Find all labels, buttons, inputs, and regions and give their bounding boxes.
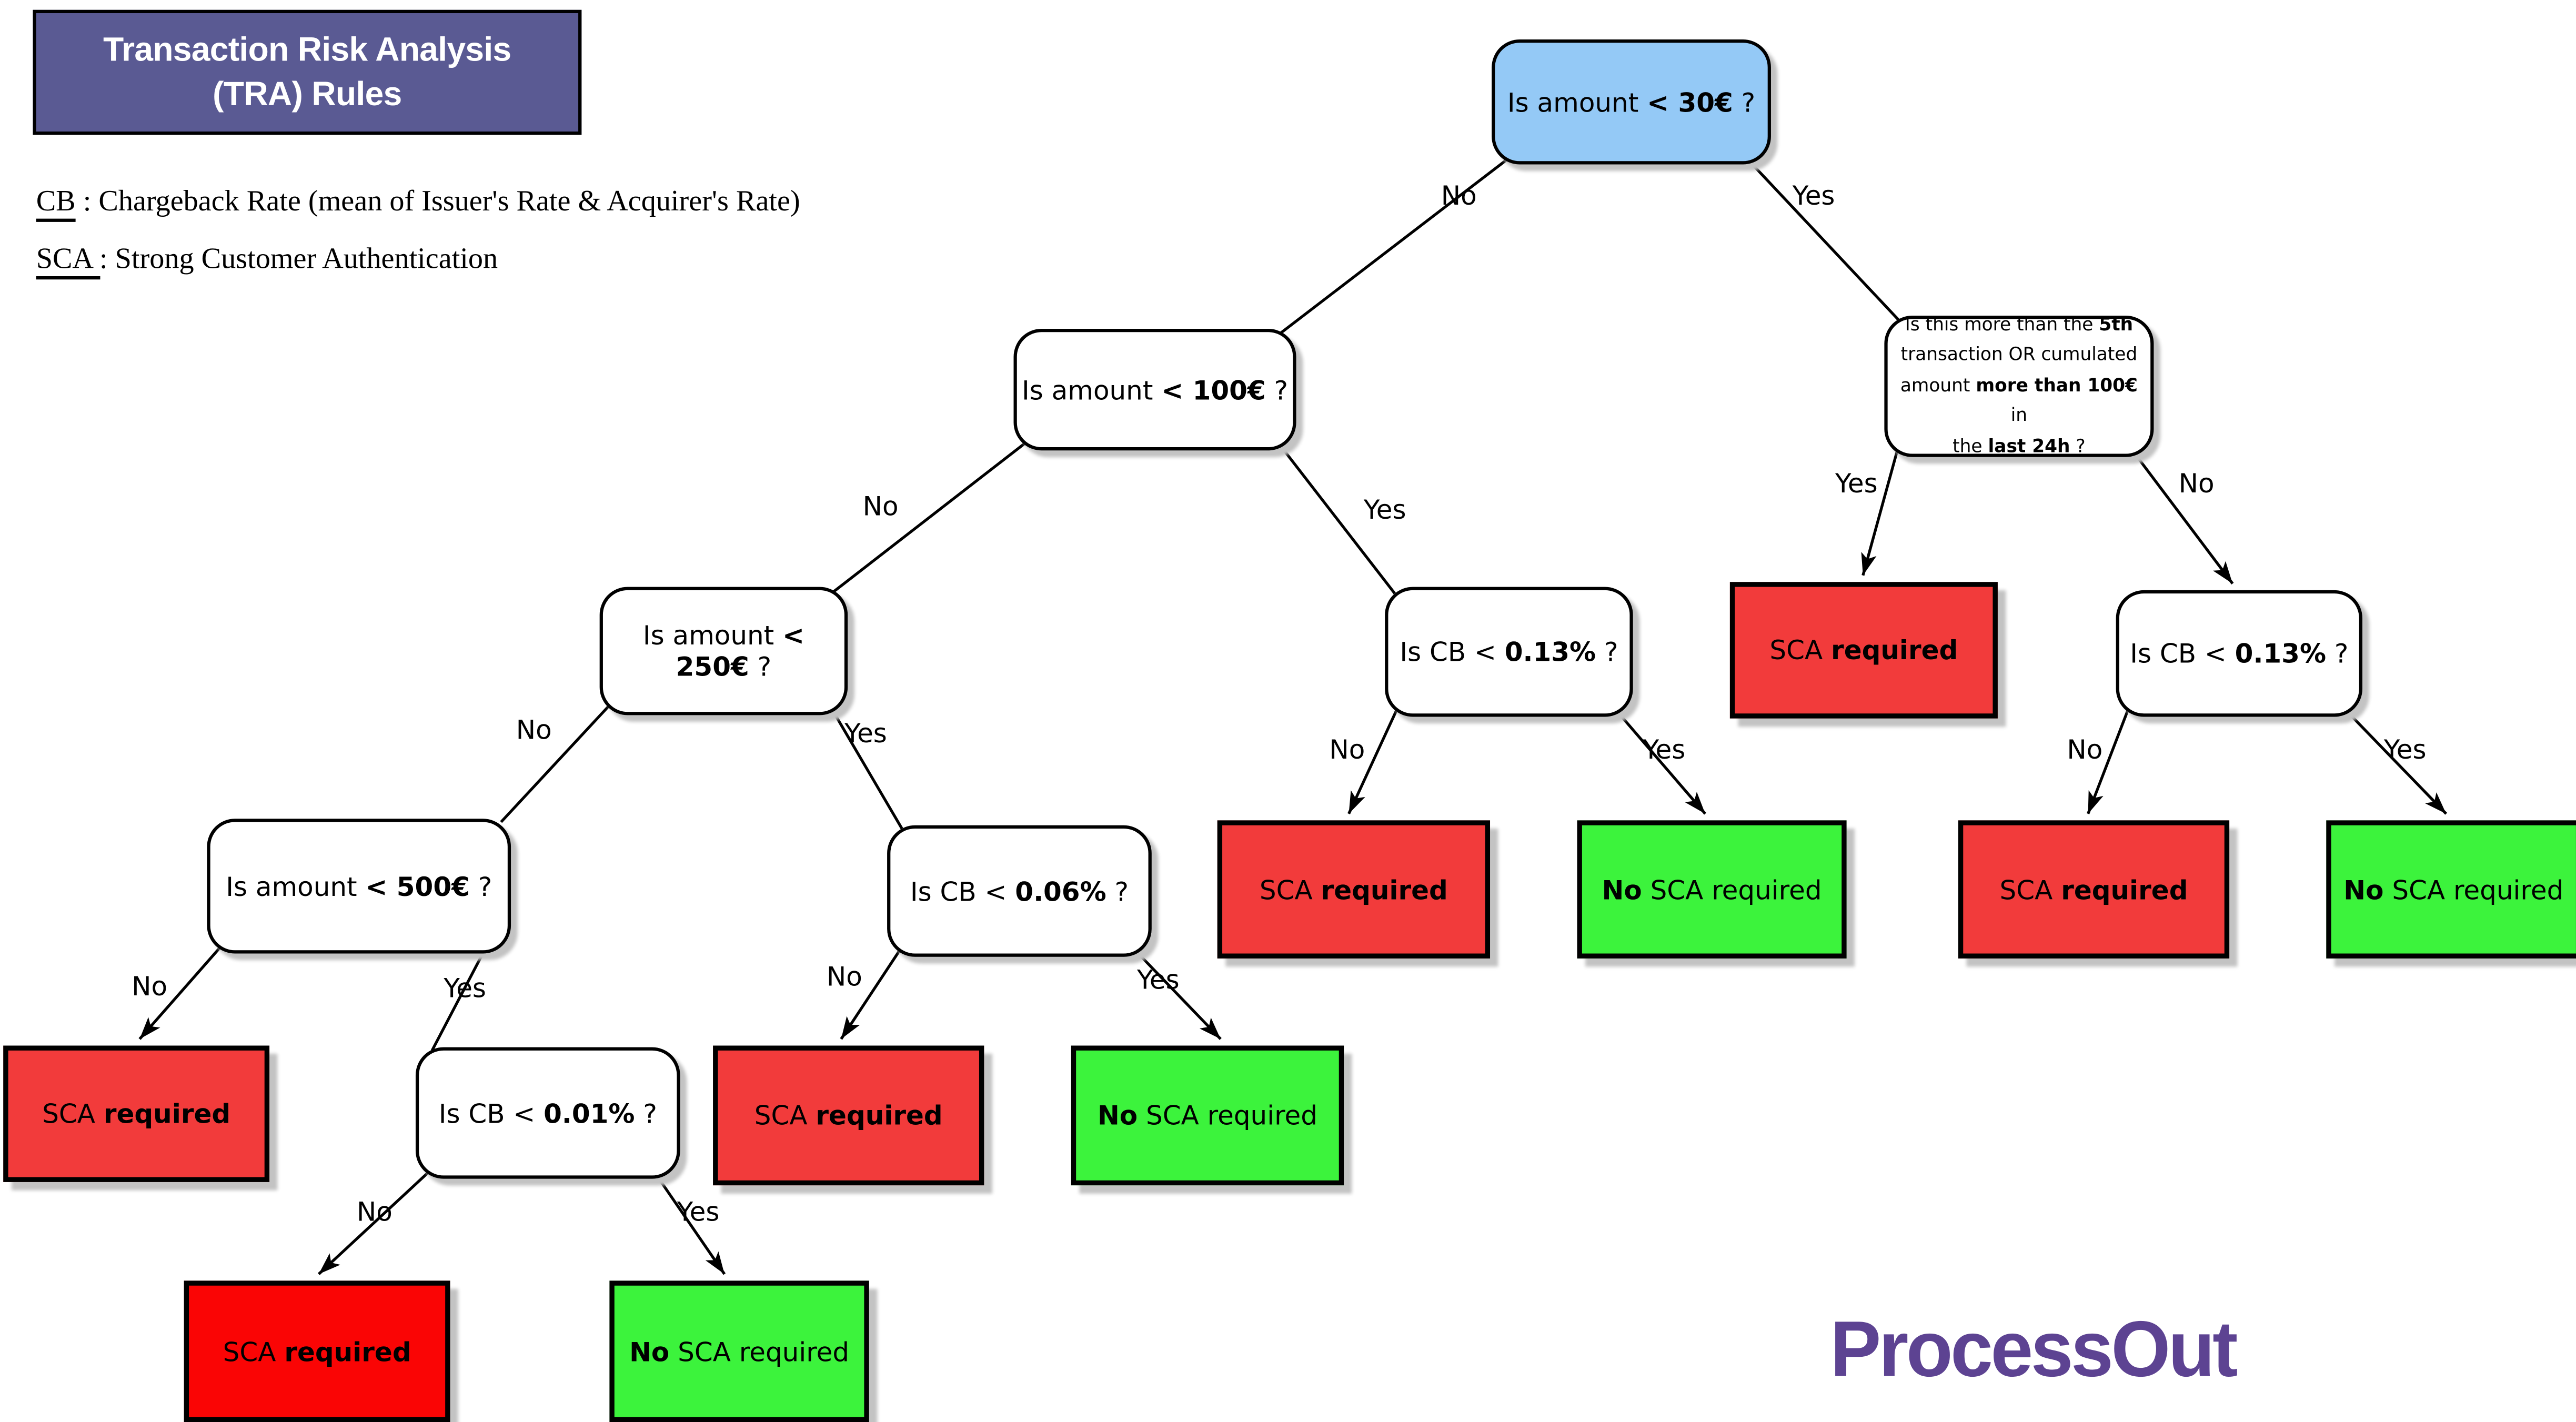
outcome-no-sca-013right-yes: No SCA required	[2326, 820, 2576, 959]
outcome-no-sca-013mid-yes: No SCA required	[1577, 820, 1847, 959]
outcome-label: SCA required	[1999, 873, 2188, 905]
edge	[1612, 706, 1707, 815]
outcome-label: No SCA required	[1097, 1100, 1317, 1131]
title-line-1: Transaction Risk Analysis	[103, 31, 511, 69]
edge	[2341, 705, 2448, 815]
node-label: Is amount < 500€ ?	[226, 870, 492, 902]
outcome-no-sca-006-yes: No SCA required	[1071, 1045, 1344, 1186]
title-line-2: (TRA) Rules	[213, 75, 402, 114]
edge-label-yes: Yes	[677, 1196, 720, 1227]
edge-label-yes: Yes	[1136, 964, 1180, 996]
node-label: Is amount < 250€ ?	[642, 620, 805, 682]
outcome-no-sca-001-yes: No SCA required	[609, 1280, 869, 1422]
outcome-label: No SCA required	[629, 1336, 850, 1367]
outcome-sca-required-013mid-no: SCA required	[1217, 820, 1491, 959]
edge	[2087, 706, 2131, 814]
edge-label-no: No	[132, 971, 168, 1002]
node-is-cb-lt-013-mid: Is CB < 0.13% ?	[1385, 587, 1633, 717]
node-is-cb-lt-006: Is CB < 0.06% ?	[887, 825, 1152, 957]
edge-label-yes: Yes	[444, 972, 486, 1004]
edge	[840, 946, 903, 1040]
node-is-amount-lt-100: Is amount < 100€ ?	[1013, 329, 1296, 451]
edge-label-yes: Yes	[2383, 734, 2427, 765]
edge-label-yes: Yes	[1363, 494, 1406, 526]
outcome-sca-required-500-no: SCA required	[3, 1045, 270, 1182]
legend-sca: SCA : Strong Customer Authentication	[36, 241, 498, 280]
edge	[830, 439, 1030, 595]
edge-label-yes: Yes	[844, 718, 887, 749]
node-label: Is CB < 0.13% ?	[2130, 638, 2349, 669]
edge-label-yes: Yes	[1835, 468, 1878, 499]
node-label: Is CB < 0.01% ?	[438, 1097, 657, 1129]
outcome-label: SCA required	[223, 1336, 411, 1367]
edge	[1861, 443, 1901, 576]
outcome-sca-required-5th-yes: SCA required	[1729, 582, 1998, 719]
edge-label-no: No	[356, 1196, 393, 1227]
edge	[1279, 155, 1513, 335]
edge	[138, 942, 225, 1040]
node-label: Is amount < 30€ ?	[1507, 86, 1756, 118]
node-label: Is CB < 0.13% ?	[1400, 636, 1618, 668]
edge	[1131, 946, 1222, 1040]
node-is-amount-lt-500: Is amount < 500€ ?	[207, 819, 511, 954]
edge	[1275, 439, 1396, 594]
legend-cb: CB : Chargeback Rate (mean of Issuer's R…	[36, 184, 800, 222]
title-box: Transaction Risk Analysis (TRA) Rules	[33, 9, 582, 135]
edge	[430, 943, 489, 1052]
edge-label-yes: Yes	[1792, 180, 1835, 211]
edge	[1744, 155, 1902, 324]
node-label: Is amount < 100€ ?	[1022, 374, 1289, 406]
outcome-label: No SCA required	[2343, 873, 2564, 905]
node-is-amount-lt-30: Is amount < 30€ ?	[1492, 39, 1771, 165]
outcome-sca-required-006-no: SCA required	[713, 1045, 984, 1186]
outcome-label: No SCA required	[1602, 873, 1822, 905]
edge	[2126, 443, 2234, 584]
outcome-label: SCA required	[754, 1100, 943, 1131]
edge	[651, 1168, 726, 1275]
processout-logo: ProcessOut	[1830, 1307, 2238, 1394]
outcome-label: SCA required	[42, 1098, 231, 1129]
node-is-cb-lt-001: Is CB < 0.01% ?	[415, 1047, 680, 1179]
node-is-amount-lt-250: Is amount < 250€ ?	[599, 587, 848, 715]
edge-label-no: No	[2178, 468, 2215, 499]
edge	[500, 704, 611, 823]
edge-label-no: No	[2067, 734, 2103, 765]
node-label: Is CB < 0.06% ?	[910, 875, 1129, 907]
edge	[317, 1167, 433, 1275]
edge-label-no: No	[1329, 734, 1365, 765]
outcome-label: SCA required	[1769, 634, 1958, 666]
edge	[1347, 706, 1400, 814]
outcome-sca-required-013right-no: SCA required	[1958, 820, 2230, 959]
outcome-sca-required-001-no: SCA required	[184, 1280, 450, 1422]
edge	[828, 704, 903, 830]
edge-label-no: No	[826, 961, 862, 992]
edge-label-no: No	[862, 490, 899, 522]
node-is-cb-lt-013-right: Is CB < 0.13% ?	[2116, 590, 2363, 717]
edge-label-no: No	[516, 714, 552, 746]
edge-label-yes: Yes	[1643, 734, 1686, 765]
outcome-label: SCA required	[1259, 873, 1448, 905]
edge-label-no: No	[1441, 180, 1477, 211]
